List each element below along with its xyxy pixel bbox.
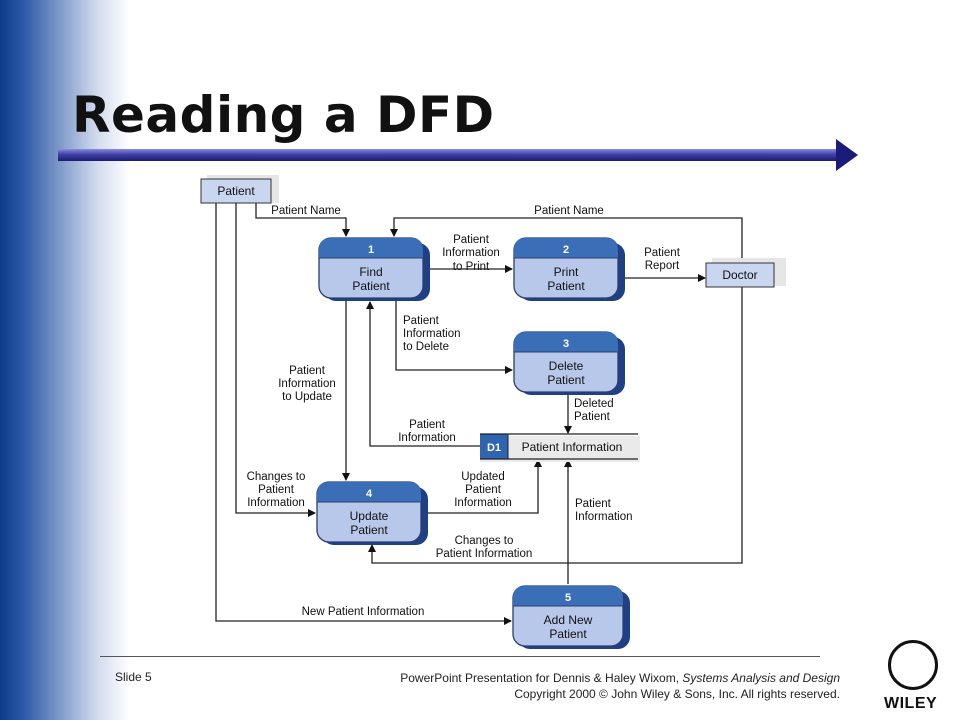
data-store-label: Patient Information [522,440,623,454]
flow-label: Updated [461,471,504,483]
process-5: 5 Add New Patient [512,585,630,649]
wiley-wordmark-text: WILEY [884,695,938,712]
flow-label: Patient Name [271,205,341,217]
process-label: Update [350,509,389,523]
process-number: 3 [563,338,569,350]
flow-line [255,203,350,237]
flow-label: Information [442,247,500,259]
flow-label: to Delete [403,341,449,353]
title-arrow-icon [836,139,858,171]
flow-line [368,287,743,564]
flow-label: Patient [465,484,502,496]
process-label: Patient [549,627,587,641]
data-store-id: D1 [487,442,501,454]
process-label: Add New [544,613,593,627]
slide-number: Slide 5 [115,670,152,684]
process-1: 1 Find Patient [318,237,430,301]
flow-line [366,301,480,447]
footer-credits: PowerPoint Presentation for Dennis & Hal… [400,670,840,702]
flow-label: Patient [258,484,295,496]
flow-label: Patient Information [436,548,533,560]
process-label: Patient [547,279,585,293]
process-label: Patient [352,279,390,293]
data-store-d1: D1 Patient Information [480,433,640,462]
flow-labels: Patient Name Patient Name Patient Inform… [247,205,681,618]
process-label: Patient [350,523,388,537]
slide-title: Reading a DFD [72,86,495,144]
flow-label: Deleted [574,398,614,410]
process-2: 2 Print Patient [513,237,625,301]
flow-label: Report [645,260,680,272]
flow-label: Patient [575,498,612,510]
wiley-logo-icon [888,640,938,690]
book-title: Systems Analysis and Design [682,671,840,685]
external-entity-doctor: Doctor [705,258,786,288]
flow-label: Information [454,497,512,509]
flow-label: Patient [289,365,326,377]
flow-line [395,299,513,374]
flow-label: Information [403,328,461,340]
flow-label: Patient [409,419,446,431]
flow-line [215,203,512,625]
slide-side-gradient [0,0,130,720]
flow-label: to Update [282,391,332,403]
flow-label: Patient [453,234,490,246]
entity-label: Doctor [722,268,757,282]
flow-label: Patient [644,247,681,259]
process-3: 3 Delete Patient [513,331,625,395]
flow-label: to Print [453,261,490,273]
process-number: 5 [565,592,571,604]
flow-label: Changes to [455,535,514,547]
flow-line [422,459,542,514]
flow-label: Patient [574,411,611,423]
copyright-text: Copyright 2000 © John Wiley & Sons, Inc.… [514,687,840,701]
process-label: Print [554,265,579,279]
process-number: 4 [366,488,373,500]
flow-label: New Patient Information [302,606,425,618]
process-number: 2 [563,244,569,256]
flow-lines [215,203,743,625]
flow-label: Changes to [247,471,306,483]
flow-line [390,217,743,262]
footer-divider [100,656,820,657]
flow-label: Information [398,432,456,444]
process-label: Delete [549,359,584,373]
flow-label: Patient [403,315,440,327]
entity-label: Patient [217,184,255,198]
presentation-credit: PowerPoint Presentation for Dennis & Hal… [400,671,683,685]
process-number: 1 [368,244,374,256]
process-4: 4 Update Patient [316,481,428,545]
flow-label: Information [247,497,305,509]
process-label: Patient [547,373,585,387]
flow-line [235,203,316,517]
flow-label: Patient Name [534,205,604,217]
external-entity-patient: Patient [200,175,279,204]
process-label: Find [359,265,382,279]
wiley-wordmark: WILEY [884,695,937,713]
flow-label: Information [278,378,336,390]
title-underline-bar [58,149,838,161]
flow-label: Information [575,511,633,523]
